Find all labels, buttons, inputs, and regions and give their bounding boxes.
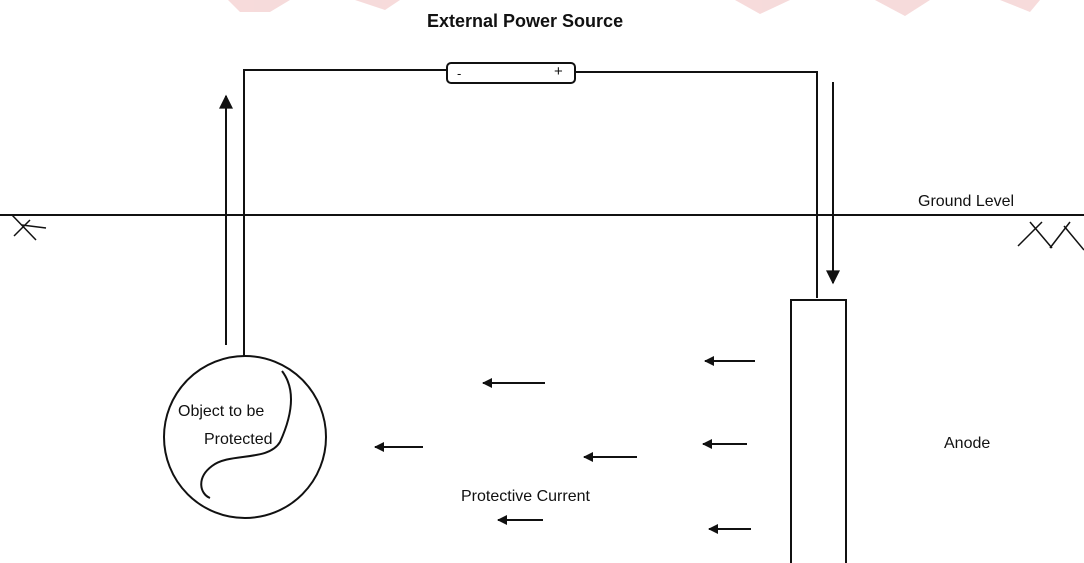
anode-label: Anode (944, 435, 991, 452)
protected-object (163, 355, 327, 519)
ground-hatch-right (1017, 221, 1084, 251)
diagram-title: External Power Source (427, 11, 624, 31)
object-label-line2: Protected (204, 431, 273, 448)
positive-terminal-label: + (554, 63, 563, 80)
object-crack (200, 370, 293, 499)
watermark (228, 0, 1040, 16)
wire-left (243, 69, 447, 358)
power-source (446, 62, 576, 84)
protective-current-arrows (374, 356, 755, 534)
ground-level-label: Ground Level (918, 193, 1015, 210)
object-label-line1: Object to be (178, 403, 265, 420)
ground-hatch-left (11, 214, 47, 241)
wire-right (575, 71, 818, 298)
anode-rod (790, 299, 847, 563)
protective-current-label: Protective Current (461, 488, 590, 505)
negative-terminal-label: - (457, 66, 462, 81)
